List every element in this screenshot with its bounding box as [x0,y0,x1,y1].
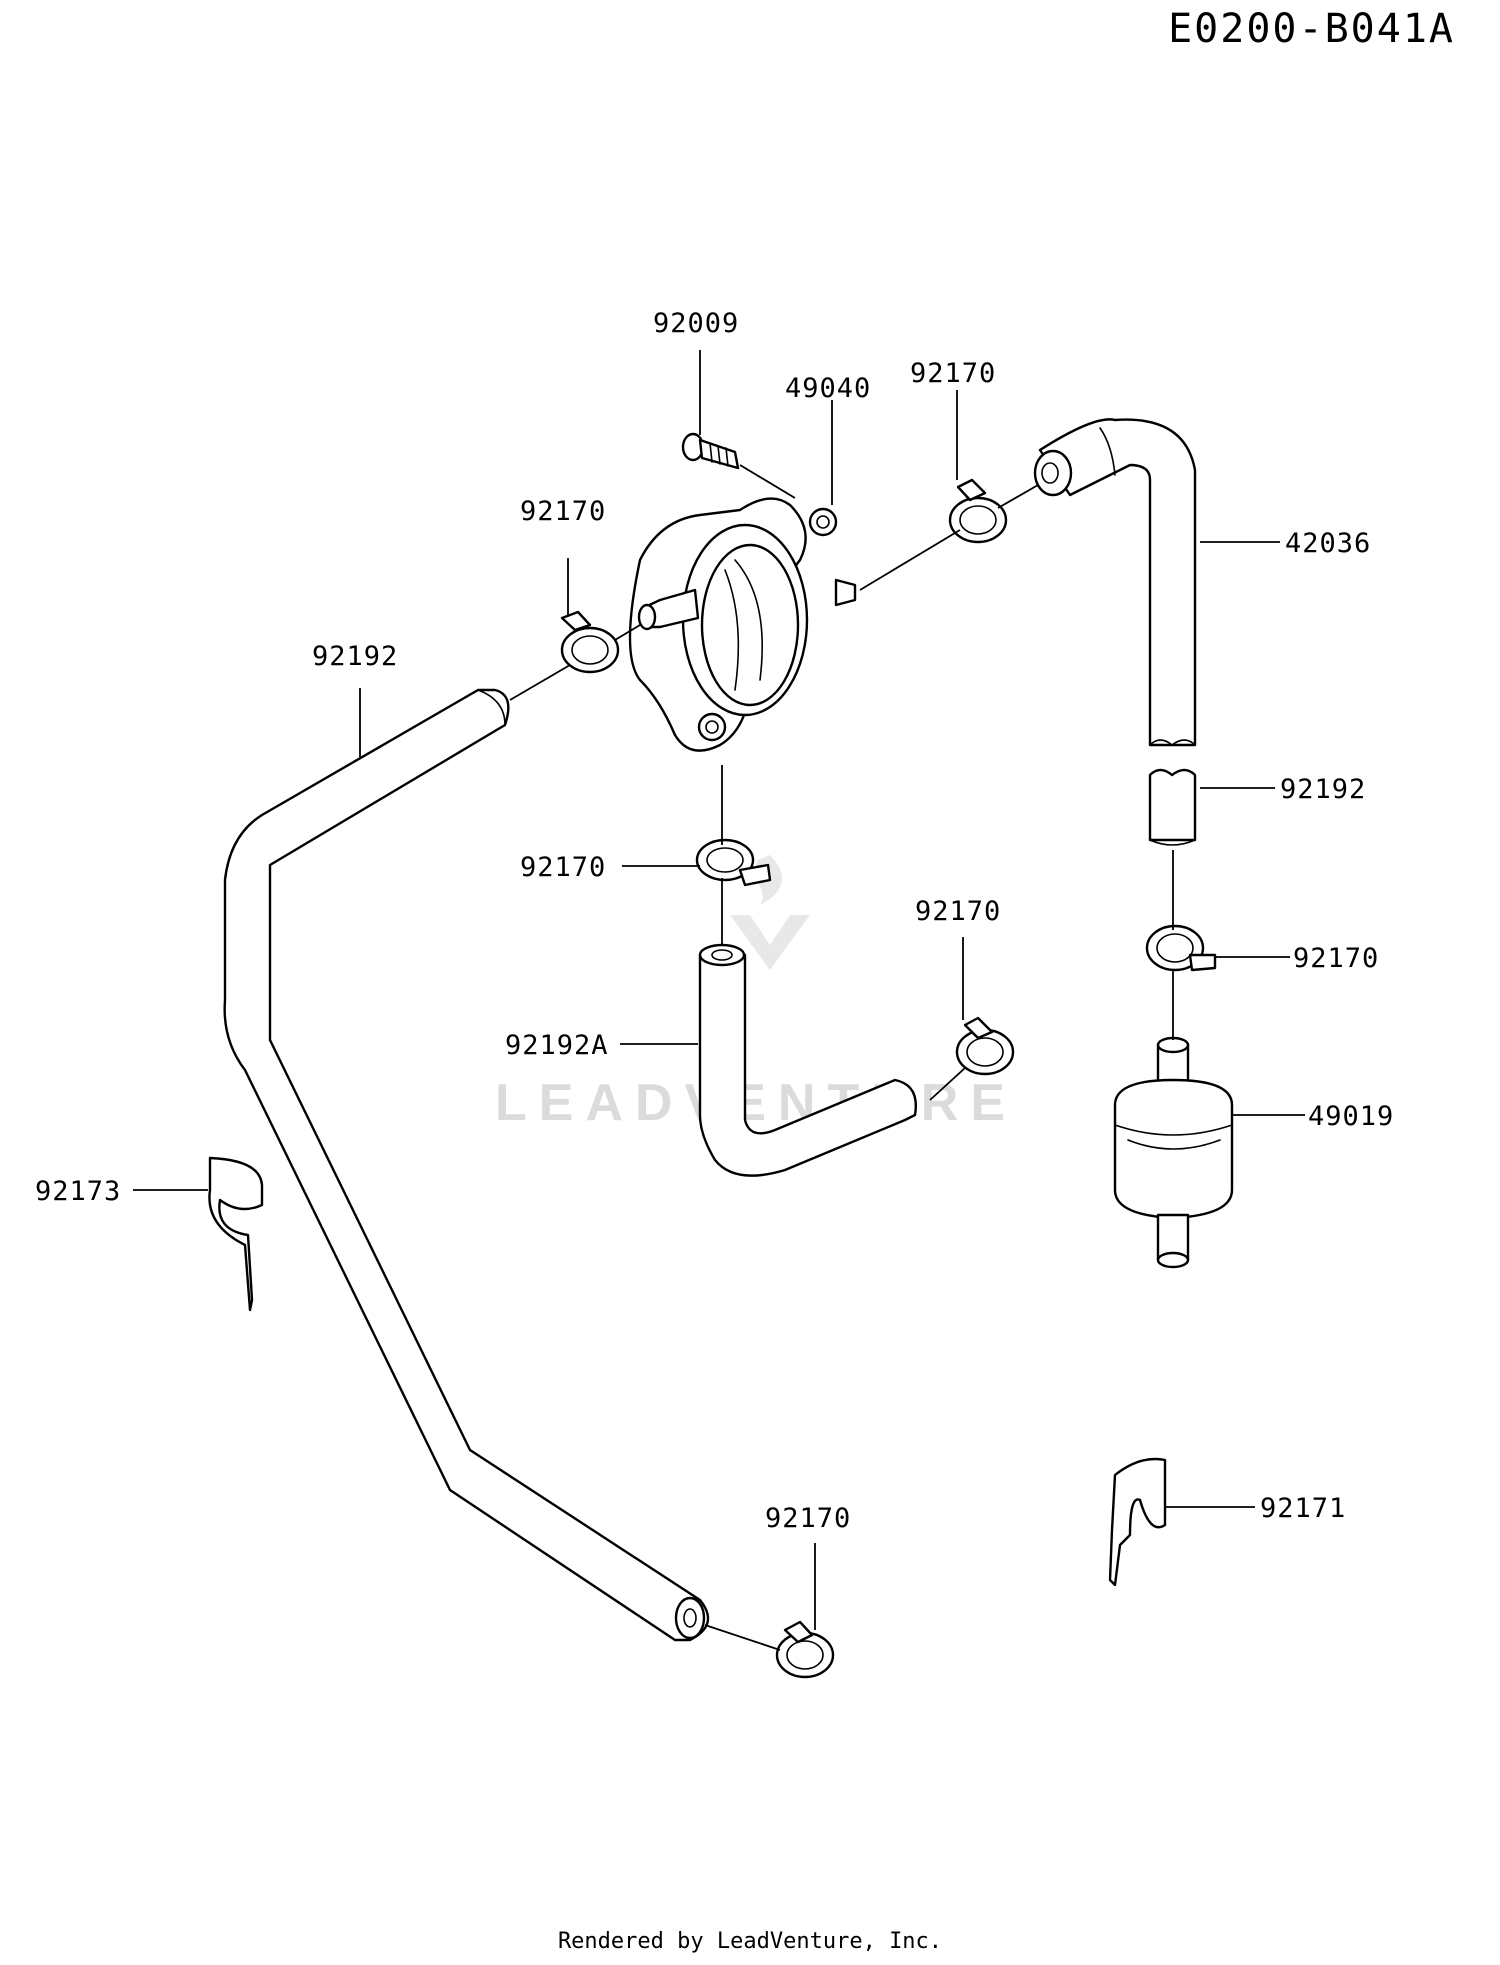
label-92192-short[interactable]: 92192 [1280,774,1366,805]
label-92192-long[interactable]: 92192 [312,641,398,672]
label-92170-top-left[interactable]: 92170 [520,496,606,527]
label-92171[interactable]: 92171 [1260,1493,1346,1524]
leadventure-watermark: LEADVENTURE [495,855,1017,1132]
hose-92192a[interactable] [698,943,917,1177]
label-92173[interactable]: 92173 [35,1176,121,1207]
label-92192a[interactable]: 92192A [505,1030,609,1061]
fuel-filter-49019[interactable] [1113,1036,1234,1269]
hose-92192-short[interactable] [1148,768,1197,846]
label-92170-bottom[interactable]: 92170 [765,1503,851,1534]
clamp-92170-top-left[interactable] [560,610,620,674]
watermark-text: LEADVENTURE [495,1074,1017,1132]
clamp-92170-top-right[interactable] [948,478,1008,544]
label-92170-center[interactable]: 92170 [520,852,606,883]
clamp-92170-center[interactable] [695,838,772,887]
label-leaders [133,350,1305,1630]
hose-92192-long[interactable] [223,688,710,1642]
bolt-92009[interactable] [681,432,740,470]
label-92009[interactable]: 92009 [653,308,739,339]
diagram-id: E0200-B041A [1168,6,1455,52]
label-92170-top-right[interactable]: 92170 [910,358,996,389]
label-92170-center-right[interactable]: 92170 [915,896,1001,927]
label-92170-right[interactable]: 92170 [1293,943,1379,974]
label-49040[interactable]: 49040 [785,373,871,404]
fuel-pump-49040[interactable] [628,432,857,752]
label-42036[interactable]: 42036 [1285,528,1371,559]
clamp-92170-bottom[interactable] [775,1620,835,1679]
clamp-92170-right[interactable] [1145,924,1217,972]
label-49019[interactable]: 49019 [1308,1101,1394,1132]
clip-92171[interactable] [1108,1457,1167,1587]
hose-42036[interactable] [1033,418,1197,747]
footer-credit: Rendered by LeadVenture, Inc. [558,1929,942,1954]
clamp-92170-center-right[interactable] [955,1016,1015,1076]
clip-92173[interactable] [208,1156,264,1312]
assembly-lines [509,464,1174,1651]
